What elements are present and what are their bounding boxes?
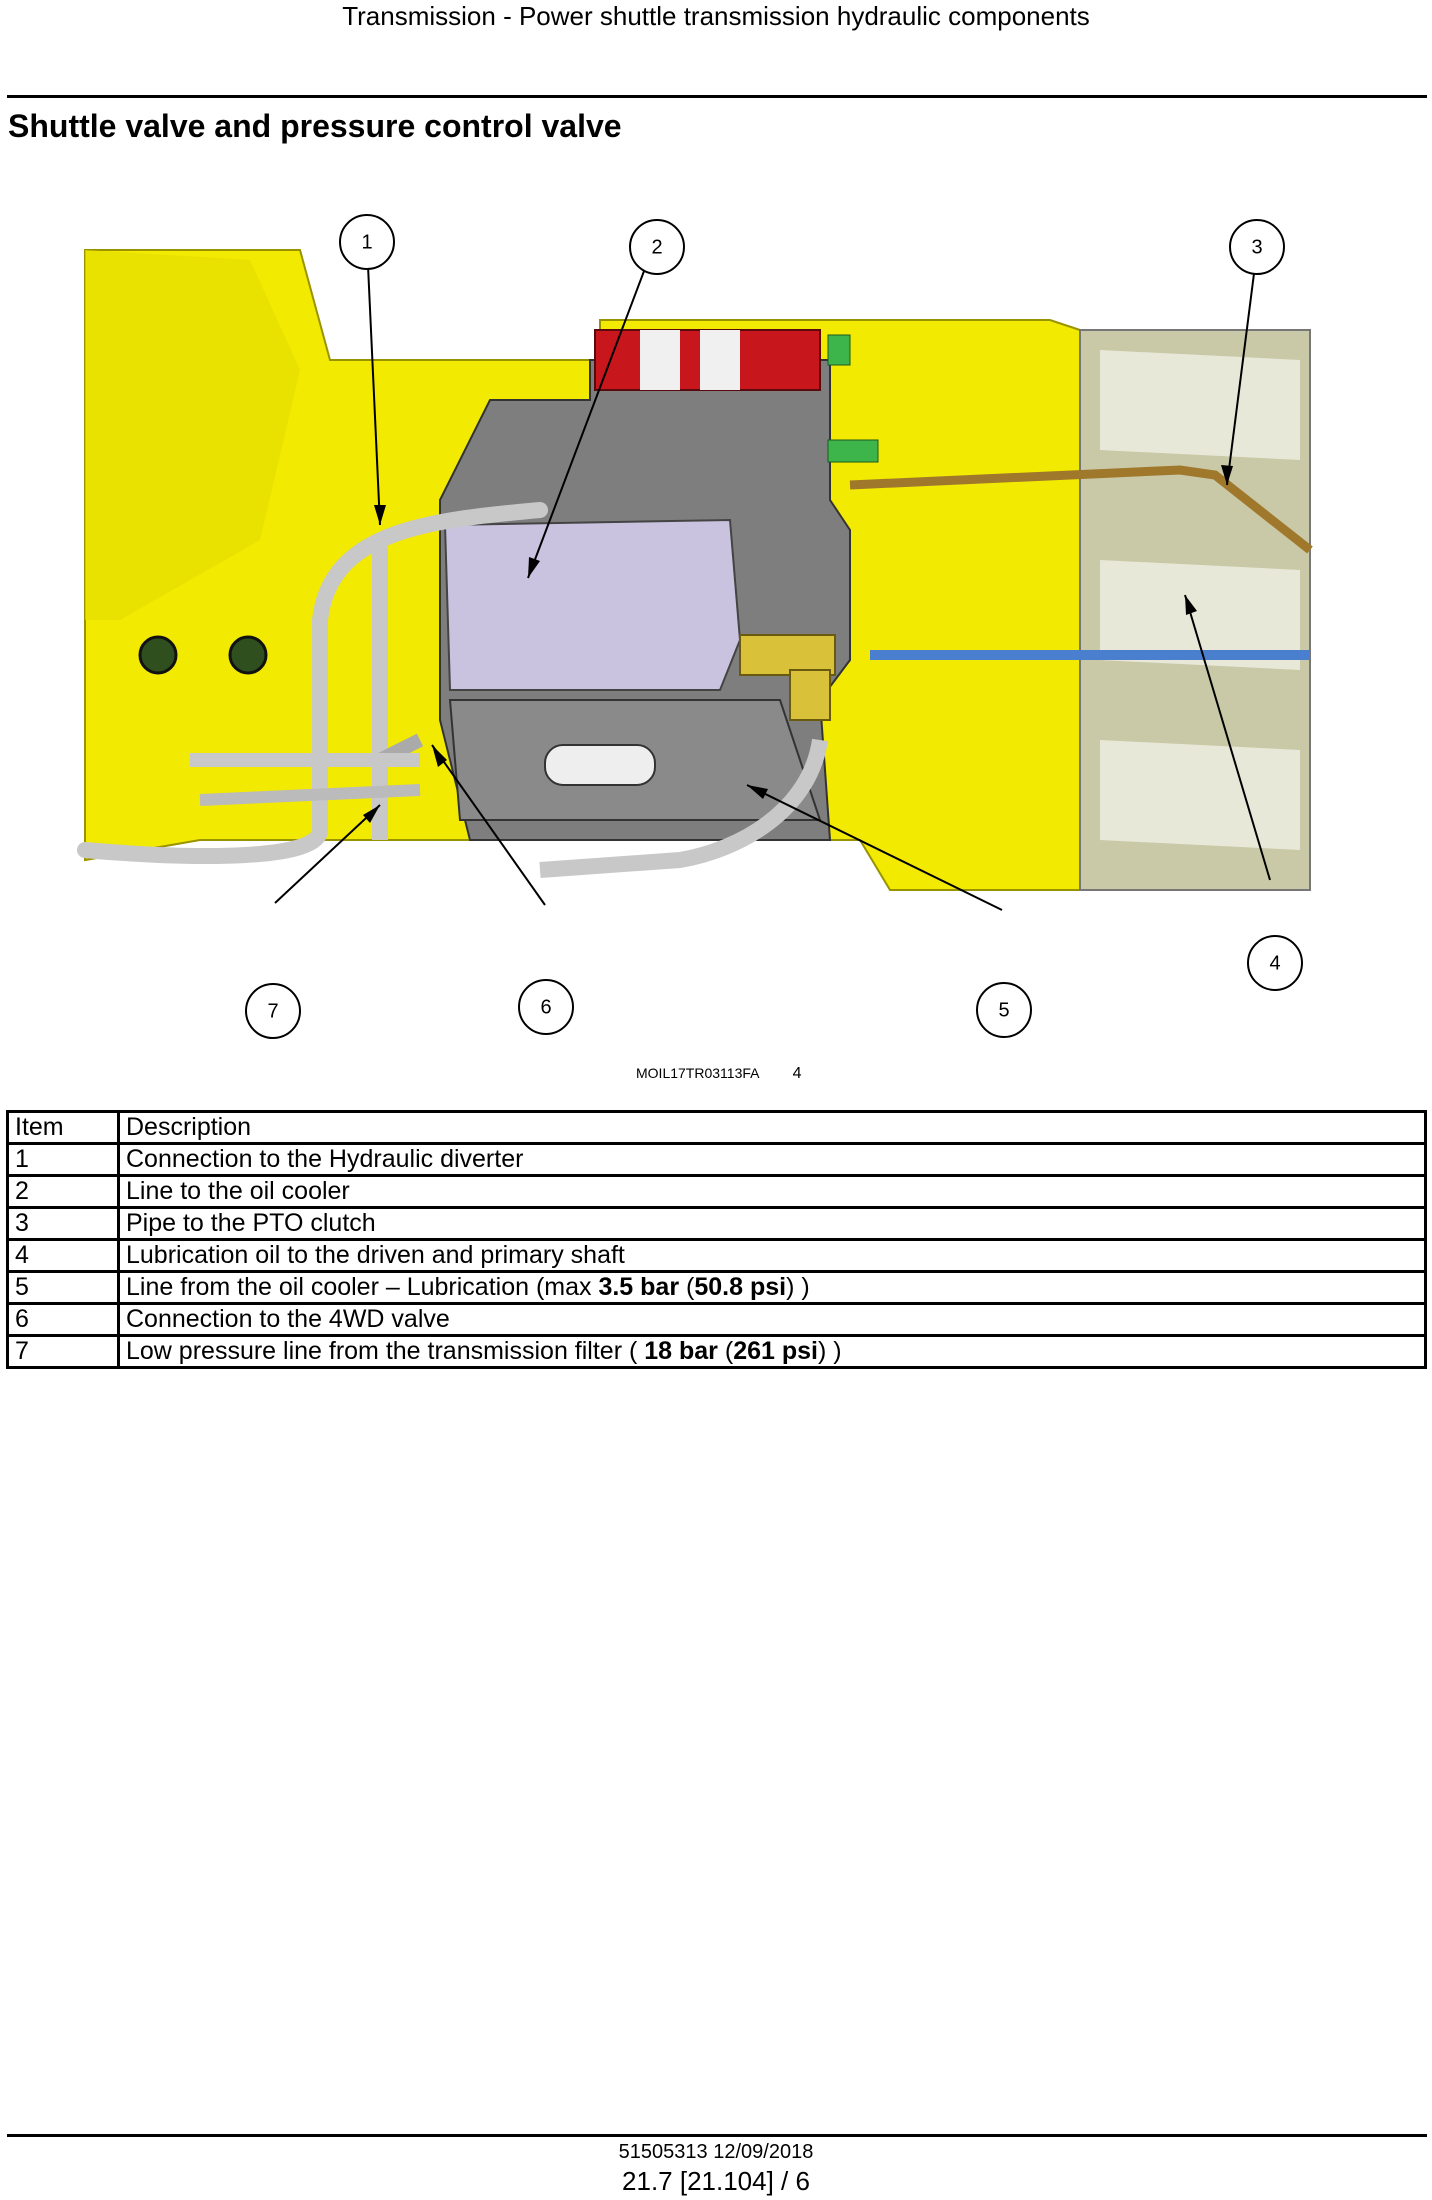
row-item: 3 <box>6 1206 120 1241</box>
table-row: 7 Low pressure line from the transmissio… <box>6 1334 1427 1369</box>
header-description: Description <box>117 1110 1427 1145</box>
desc-text: ( <box>679 1273 695 1301</box>
value-psi: 261 psi <box>733 1337 818 1365</box>
svg-text:7: 7 <box>267 1000 278 1022</box>
row-description: Connection to the Hydraulic diverter <box>117 1142 1427 1177</box>
desc-text: ) ) <box>817 1337 842 1365</box>
callout-2: 2 <box>629 219 685 275</box>
desc-text: ) ) <box>786 1273 810 1301</box>
svg-text:3: 3 <box>1251 236 1262 258</box>
figure-caption: MOIL17TR03113FA 4 <box>636 1065 802 1083</box>
svg-text:4: 4 <box>1269 952 1280 974</box>
section-title: Shuttle valve and pressure control valve <box>8 108 622 144</box>
callout-7: 7 <box>245 983 301 1039</box>
svg-text:2: 2 <box>651 236 662 258</box>
row-item: 2 <box>6 1174 120 1209</box>
value-psi: 50.8 psi <box>694 1273 787 1301</box>
footer-page-number: 21.7 [21.104] / 6 <box>622 2166 810 2196</box>
table-row: 4 Lubrication oil to the driven and prim… <box>6 1238 1427 1273</box>
table-header-row: Item Description <box>6 1110 1427 1145</box>
table-row: 6 Connection to the 4WD valve <box>6 1302 1427 1337</box>
value-bar: 3.5 bar <box>598 1273 680 1301</box>
figure-id: MOIL17TR03113FA <box>636 1065 759 1081</box>
table-row: 2 Line to the oil cooler <box>6 1174 1427 1209</box>
callout-6: 6 <box>518 979 574 1035</box>
legend-table: Item Description 1 Connection to the Hyd… <box>6 1110 1427 1369</box>
page-header: Transmission - Power shuttle transmissio… <box>342 1 1090 31</box>
row-description: Pipe to the PTO clutch <box>117 1206 1427 1241</box>
row-description: Line to the oil cooler <box>117 1174 1427 1209</box>
row-item: 1 <box>6 1142 120 1177</box>
callout-4: 4 <box>1247 935 1303 991</box>
figure-number: 4 <box>792 1065 802 1082</box>
svg-text:6: 6 <box>540 996 551 1018</box>
svg-text:1: 1 <box>361 231 372 253</box>
svg-text:5: 5 <box>998 999 1009 1021</box>
table-row: 5 Line from the oil cooler – Lubrication… <box>6 1270 1427 1305</box>
value-bar: 18 bar <box>644 1337 718 1365</box>
row-item: 7 <box>6 1334 120 1369</box>
desc-text: Low pressure line from the transmission … <box>126 1337 645 1365</box>
table-row: 3 Pipe to the PTO clutch <box>6 1206 1427 1241</box>
desc-text: ( <box>717 1337 734 1365</box>
desc-text: Line from the oil cooler – Lubrication (… <box>126 1273 599 1301</box>
row-item: 5 <box>6 1270 120 1305</box>
header-item: Item <box>6 1110 120 1145</box>
row-item: 4 <box>6 1238 120 1273</box>
callout-3: 3 <box>1229 219 1285 275</box>
row-item: 6 <box>6 1302 120 1337</box>
table-row: 1 Connection to the Hydraulic diverter <box>6 1142 1427 1177</box>
callout-1: 1 <box>339 214 395 270</box>
footer-document-id: 51505313 12/09/2018 <box>618 2141 814 2163</box>
row-description: Line from the oil cooler – Lubrication (… <box>117 1270 1427 1305</box>
row-description: Connection to the 4WD valve <box>117 1302 1427 1337</box>
figure-illustration: 1 2 3 4 5 6 7 <box>0 200 1432 1080</box>
callout-5: 5 <box>976 982 1032 1038</box>
header-rule <box>7 95 1427 98</box>
row-description: Lubrication oil to the driven and primar… <box>117 1238 1427 1273</box>
brown-pipe <box>849 465 1313 554</box>
footer-rule <box>7 2134 1427 2137</box>
row-description: Low pressure line from the transmission … <box>117 1334 1427 1369</box>
